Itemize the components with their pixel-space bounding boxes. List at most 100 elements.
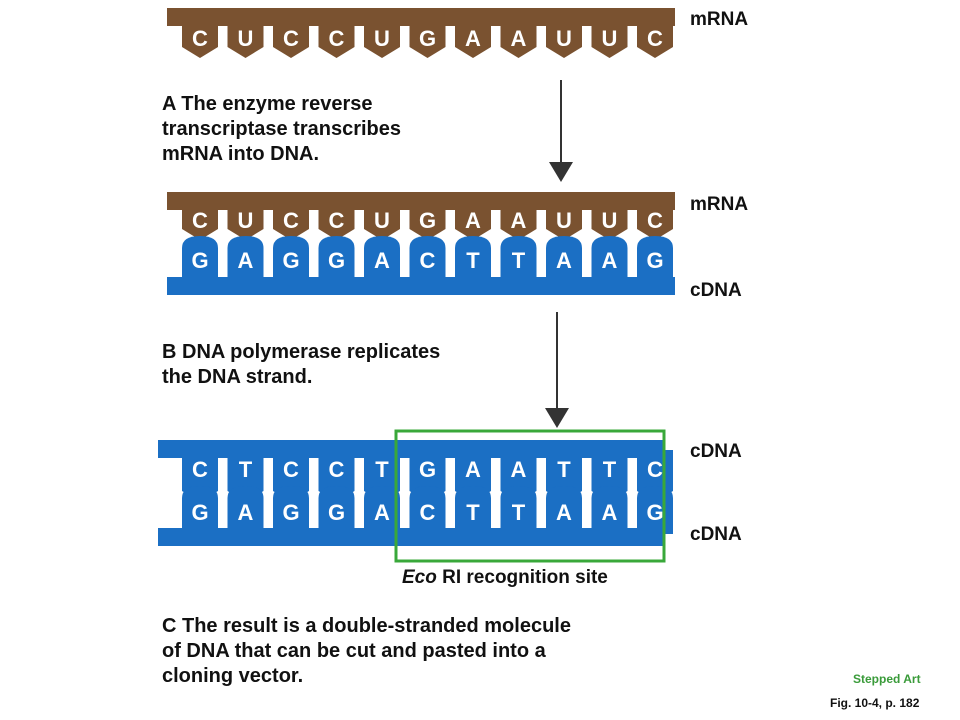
stage-c-bottom-cdna-base-letter: G: [191, 500, 208, 525]
stage-b-mrna-nucleotide: [182, 202, 218, 240]
stage-c-bottom-cdna-label: cDNA: [690, 524, 742, 545]
stage-a-mrna-base-letter: C: [329, 26, 345, 51]
stage-b-mrna-nucleotide: [455, 202, 491, 240]
stage-a-mrna-nucleotide: [227, 18, 264, 58]
stage-b-cdna-nucleotide: [318, 236, 355, 283]
stage-a-mrna-base-letter: A: [465, 26, 481, 51]
stage-c-bottom-cdna-base-letter: A: [238, 500, 254, 525]
stage-c-bottom-cdna-nucleotide: [273, 486, 309, 534]
stage-a-mrna-nucleotide: [273, 18, 309, 58]
stage-a-mrna-base-letter: A: [511, 26, 527, 51]
stage-b-mrna-base-letter: U: [602, 208, 618, 233]
eco-ri-site-label: Eco RI recognition site: [402, 567, 608, 589]
stage-a-mrna-nucleotide: [364, 18, 400, 58]
stage-b-cdna-nucleotide: [227, 236, 264, 283]
stage-b-cdna-nucleotide: [637, 236, 673, 283]
stage-b-cdna-nucleotide: [409, 236, 446, 283]
stage-c-bottom-cdna-nucleotide: [318, 486, 355, 534]
stage-a-mrna-base-letter: C: [647, 26, 663, 51]
stage-b-mrna-base-letter: U: [238, 208, 254, 233]
stage-b-cdna-base-letter: A: [556, 248, 572, 273]
stage-a-mrna-nucleotide: [500, 18, 537, 58]
stage-a-mrna-base-letter: U: [238, 26, 254, 51]
stage-b-cdna-nucleotide: [546, 236, 582, 283]
stage-c-bottom-cdna-nucleotide: [455, 486, 491, 534]
stage-a-mrna-nucleotide: [455, 18, 491, 58]
stage-a-mrna-base-letter: G: [419, 26, 436, 51]
stage-b-mrna-base-letter: C: [329, 208, 345, 233]
stage-b-cdna-base-letter: G: [191, 248, 208, 273]
stage-a-mrna-nucleotide: [637, 18, 673, 58]
stage-c-bottom-cdna-base-letter: G: [646, 500, 663, 525]
eco-ri-site-box: [394, 429, 666, 563]
stage-c-top-cdna-base-letter: C: [283, 457, 299, 482]
stage-c-bottom-cdna-base-letter: T: [466, 500, 480, 525]
stage-c-top-cdna-base-letter: T: [239, 457, 253, 482]
stage-b-cdna-base-letter: T: [466, 248, 480, 273]
figure-reference: Fig. 10-4, p. 182: [830, 696, 920, 710]
stage-c-top-cdna-base-letter: A: [511, 457, 527, 482]
stage-b-cdna-base-letter: A: [374, 248, 390, 273]
stage-c-top-cdna-base-letter: T: [557, 457, 571, 482]
stage-b-mrna-nucleotide: [318, 202, 355, 240]
stage-b-cdna-nucleotide: [591, 236, 628, 283]
stage-c-top-cdna-base-letter: T: [375, 457, 389, 482]
stage-c-caption: C The result is a double-stranded molecu…: [162, 615, 571, 687]
stage-a-mrna-nucleotide: [318, 18, 355, 58]
stage-a-mrna-nucleotide: [182, 18, 218, 58]
stage-c-bottom-cdna-nucleotide: [409, 486, 446, 534]
stage-b-cdna-base-letter: G: [328, 248, 345, 273]
eco-ri-italic-part: Eco: [402, 567, 437, 588]
stage-c-top-cdna-base-letter: A: [465, 457, 481, 482]
stage-b-mrna-base-letter: C: [647, 208, 663, 233]
stage-b-mrna-nucleotide: [546, 202, 582, 240]
stage-b-cdna-base-letter: A: [602, 248, 618, 273]
stepped-art-label: Stepped Art: [853, 672, 921, 686]
stage-b-mrna-nucleotide: [409, 202, 446, 240]
stage-b-cdna-nucleotide: [364, 236, 400, 283]
stage-c-bottom-cdna-base-letter: G: [328, 500, 345, 525]
stage-c-bottom-cdna-base-letter: A: [374, 500, 390, 525]
stage-a-mrna-base-letter: U: [374, 26, 390, 51]
stage-c-bottom-cdna-base-letter: C: [420, 500, 436, 525]
stage-b-cdna-base-letter: T: [512, 248, 526, 273]
stage-c-bottom-cdna-nucleotide: [546, 486, 582, 534]
stage-b-mrna-nucleotide: [273, 202, 309, 240]
stage-a-mrna-nucleotide: [409, 18, 446, 58]
stage-b-cdna-nucleotide: [500, 236, 537, 283]
stage-a-mrna-label: mRNA: [690, 9, 749, 30]
stage-c-bottom-cdna-nucleotide: [364, 486, 400, 534]
stage-c-bottom-cdna-nucleotide: [591, 486, 628, 534]
stage-b-mrna-base-letter: A: [511, 208, 527, 233]
stage-c-bottom-cdna-base-letter: A: [602, 500, 618, 525]
stage-b-mrna-nucleotide: [591, 202, 628, 240]
stage-c-bottom-cdna-base-letter: G: [282, 500, 299, 525]
stage-a-caption: A The enzyme reverse transcriptase trans…: [162, 93, 402, 165]
stage-b-cdna-nucleotide: [273, 236, 309, 283]
stage-a-mrna-nucleotide: [591, 18, 628, 58]
stage-b-mrna-base-letter: U: [556, 208, 572, 233]
stage-c-top-cdna-base-letter: C: [192, 457, 208, 482]
stage-c-top-cdna-base-letter: C: [647, 457, 663, 482]
stage-b-mrna-base-letter: C: [192, 208, 208, 233]
stage-b-cdna-nucleotide: [182, 236, 218, 283]
stage-c-top-cdna-base-letter: T: [603, 457, 617, 482]
stage-c-bottom-cdna-nucleotide: [227, 486, 264, 534]
stage-b-mrna-nucleotide: [227, 202, 264, 240]
stage-b-cdna-label: cDNA: [690, 280, 742, 301]
stage-b-cdna-base-letter: G: [282, 248, 299, 273]
stage-b-mrna-label: mRNA: [690, 194, 749, 215]
stage-a-mrna-base-letter: C: [192, 26, 208, 51]
stage-b-mrna-base-letter: C: [283, 208, 299, 233]
stage-b-mrna-base-letter: G: [419, 208, 436, 233]
stage-b-mrna-nucleotide: [637, 202, 673, 240]
stage-c-bottom-cdna-nucleotide: [182, 486, 218, 534]
stage-c-bottom-cdna-base-letter: T: [512, 500, 526, 525]
stage-a-mrna-base-letter: U: [556, 26, 572, 51]
stage-a-mrna-base-letter: C: [283, 26, 299, 51]
stage-a-mrna-base-letter: U: [602, 26, 618, 51]
stage-b-cdna-base-letter: G: [646, 248, 663, 273]
stage-b-caption: B DNA polymerase replicates the DNA stra…: [162, 341, 441, 388]
